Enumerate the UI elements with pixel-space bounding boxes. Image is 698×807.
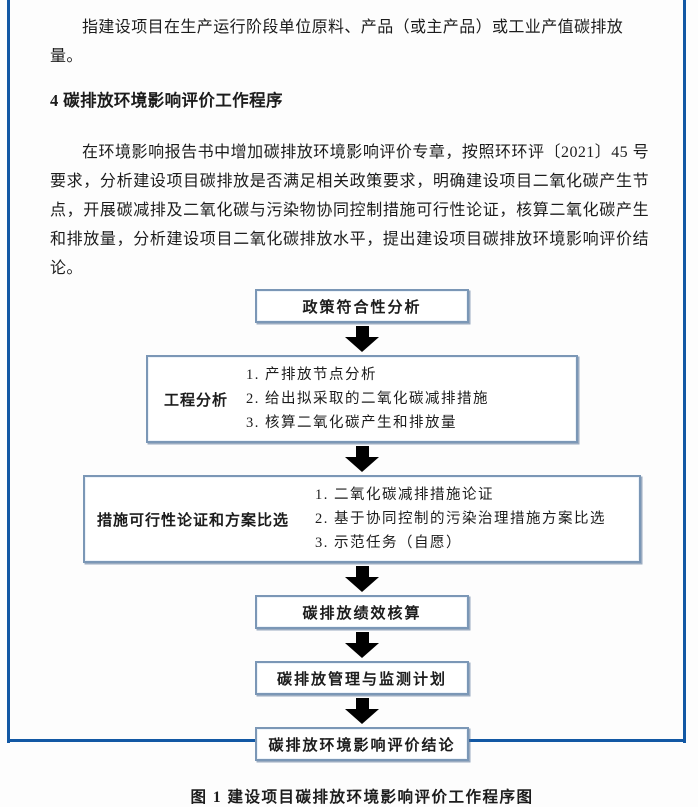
- arrow-shaft: [355, 632, 369, 643]
- arrow-shaft: [355, 446, 369, 457]
- flowchart-box-label: 政策符合性分析: [302, 299, 422, 316]
- arrow-head: [345, 709, 379, 724]
- flowchart-box-performance-accounting: 碳排放绩效核算: [255, 595, 469, 629]
- arrow-shaft: [355, 566, 369, 577]
- flowchart-box-label: 碳排放绩效核算: [302, 605, 422, 622]
- arrow-shaft: [355, 326, 369, 337]
- workflow-flowchart: 政策符合性分析 工程分析 1. 产排放节点分析 2. 给出拟采取的二氧化碳减排措…: [60, 289, 664, 761]
- arrow-shaft: [355, 698, 369, 709]
- flowchart-box-management-monitoring: 碳排放管理与监测计划: [255, 661, 469, 695]
- flowchart-box-label: 工程分析: [164, 392, 229, 409]
- page-border-right: [683, 0, 686, 743]
- down-arrow-icon: [345, 326, 379, 352]
- body-paragraph: 在环境影响报告书中增加碳排放环境影响评价专章，按照环环评〔2021〕45 号要求…: [50, 144, 649, 277]
- list-item: 3. 示范任务（自愿）: [315, 535, 463, 551]
- list-item: 2. 给出拟采取的二氧化碳减排措施: [246, 391, 490, 407]
- list-item: 1. 二氧化碳减排措施论证: [315, 487, 495, 503]
- section-heading: 4 碳排放环境影响评价工作程序: [50, 91, 283, 110]
- flowchart-box-label: 碳排放管理与监测计划: [276, 671, 447, 688]
- figure-caption: 图 1 建设项目碳排放环境影响评价工作程序图: [190, 789, 534, 806]
- flowchart-box-item-list: 1. 二氧化碳减排措施论证 2. 基于协同控制的污染治理措施方案比选 3. 示范…: [315, 483, 606, 555]
- arrow-head: [345, 643, 379, 658]
- down-arrow-icon: [345, 698, 379, 724]
- flowchart-box-label: 措施可行性论证和方案比选: [97, 512, 290, 529]
- down-arrow-icon: [345, 566, 379, 592]
- document-page: 指建设项目在生产运行阶段单位原料、产品（或主产品）或工业产值碳排放量。 4 碳排…: [10, 0, 683, 806]
- arrow-head: [345, 457, 379, 472]
- flowchart-box-evaluation-conclusion: 碳排放环境影响评价结论: [255, 727, 469, 761]
- list-item: 1. 产排放节点分析: [246, 367, 378, 383]
- arrow-head: [345, 337, 379, 352]
- flowchart-box-item-list: 1. 产排放节点分析 2. 给出拟采取的二氧化碳减排措施 3. 核算二氧化碳产生…: [246, 363, 489, 435]
- down-arrow-icon: [345, 632, 379, 658]
- flowchart-box-label: 碳排放环境影响评价结论: [268, 737, 456, 754]
- list-item: 3. 核算二氧化碳产生和排放量: [246, 415, 458, 431]
- list-item: 2. 基于协同控制的污染治理措施方案比选: [315, 511, 607, 527]
- intro-paragraph: 指建设项目在生产运行阶段单位原料、产品（或主产品）或工业产值碳排放量。: [50, 19, 624, 65]
- arrow-head: [345, 577, 379, 592]
- flowchart-box-measure-feasibility: 措施可行性论证和方案比选 1. 二氧化碳减排措施论证 2. 基于协同控制的污染治…: [83, 475, 641, 563]
- page-border-left: [7, 0, 10, 743]
- down-arrow-icon: [345, 446, 379, 472]
- flowchart-box-policy-conformity: 政策符合性分析: [255, 289, 469, 323]
- flowchart-box-engineering-analysis: 工程分析 1. 产排放节点分析 2. 给出拟采取的二氧化碳减排措施 3. 核算二…: [146, 355, 578, 443]
